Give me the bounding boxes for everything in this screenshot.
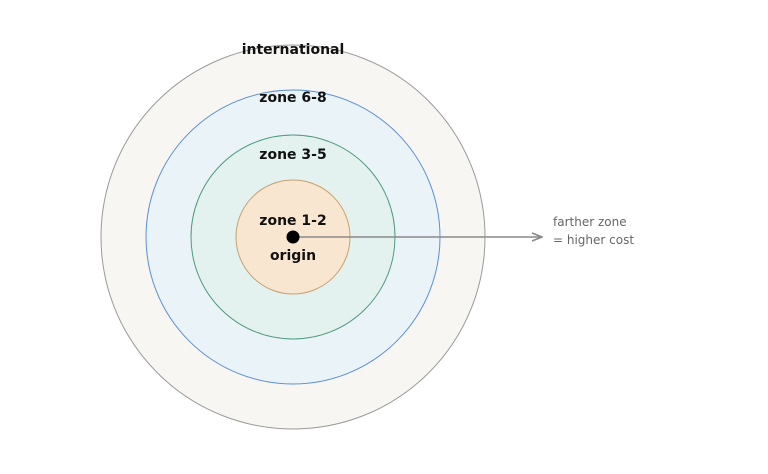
label-origin: origin — [270, 248, 316, 264]
label-zone-3-5: zone 3-5 — [259, 147, 326, 163]
label-zone-1-2: zone 1-2 — [259, 213, 326, 229]
note-line-1: farther zone — [553, 215, 627, 229]
origin-dot — [286, 230, 300, 244]
label-international: international — [242, 42, 345, 58]
label-zone-6-8: zone 6-8 — [259, 90, 326, 106]
note-line-2: = higher cost — [553, 233, 634, 247]
